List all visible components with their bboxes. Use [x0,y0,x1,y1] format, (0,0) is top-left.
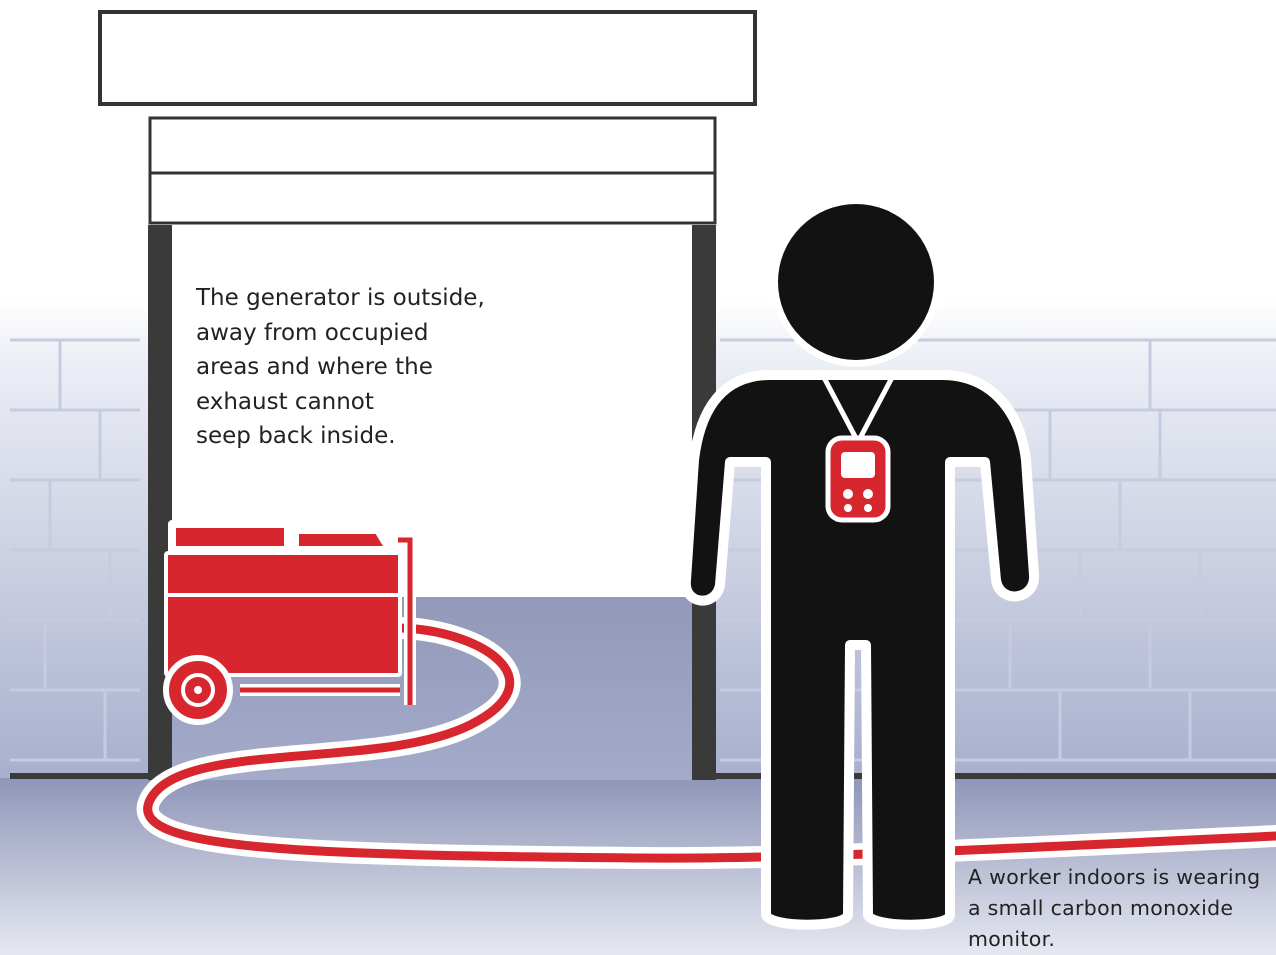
generator-callout: The generator is outside, away from occu… [196,281,485,454]
co-monitor-icon [828,438,888,520]
generator-callout-line: The generator is outside, [196,281,485,316]
worker-callout-line: monitor. [968,924,1260,955]
generator-callout-line: areas and where the [196,350,485,385]
generator-callout-line: exhaust cannot [196,385,485,420]
generator-callout-line: seep back inside. [196,419,485,454]
generator-icon [166,524,410,722]
worker-callout-line: A worker indoors is wearing [968,862,1260,893]
generator-callout-line: away from occupied [196,316,485,351]
worker-callout: A worker indoors is wearing a small carb… [968,862,1260,955]
worker-callout-line: a small carbon monoxide [968,893,1260,924]
